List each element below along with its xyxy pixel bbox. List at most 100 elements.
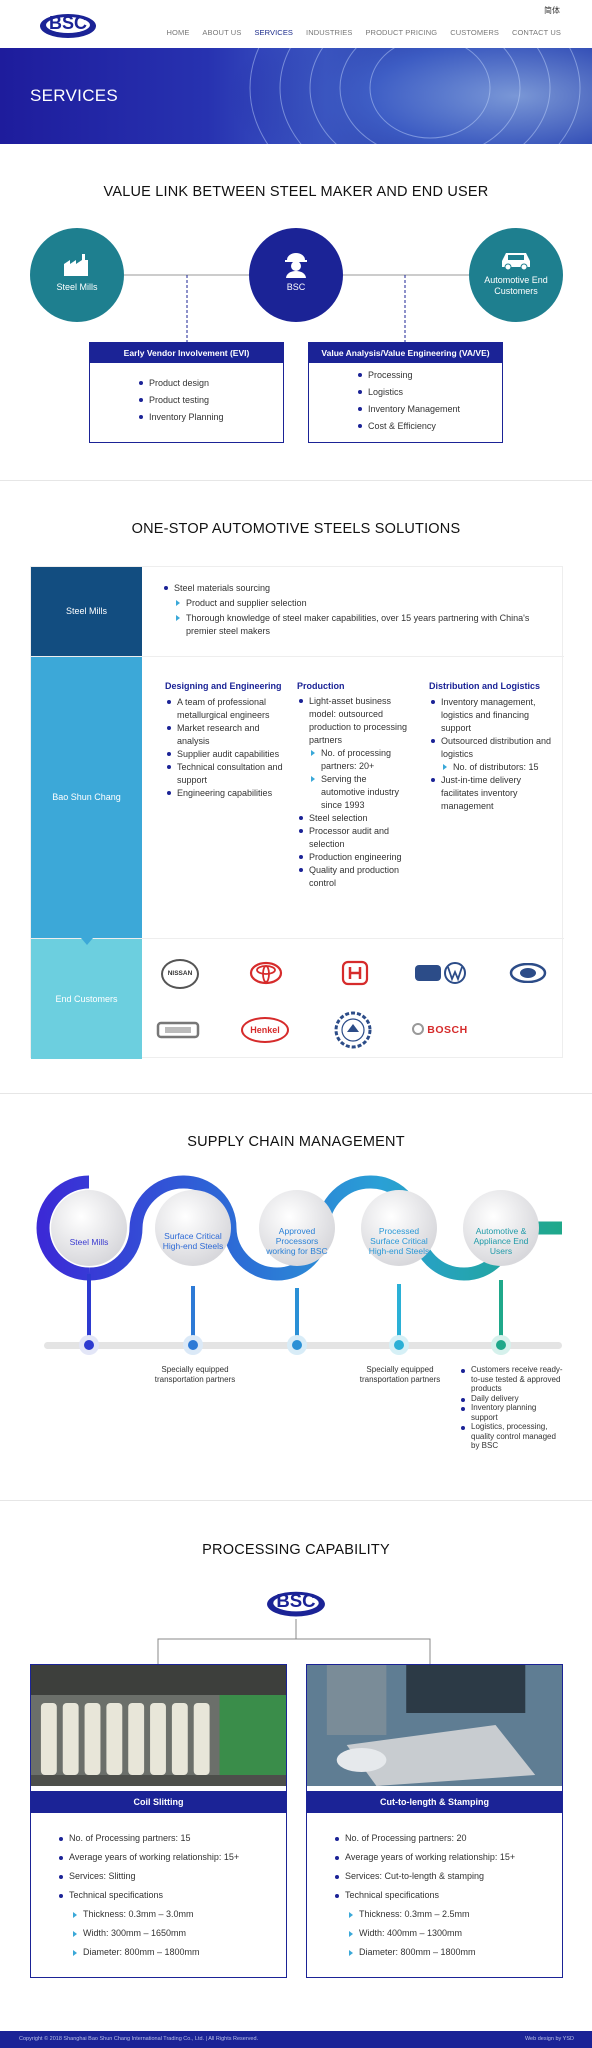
stage-surface-critical: Surface Critical High-end Steels: [162, 1231, 224, 1251]
list-item: No. of distributors: 15: [441, 761, 553, 774]
section-divider: [0, 1093, 592, 1094]
list-item: Engineering capabilities: [165, 787, 285, 800]
list-item: Average years of working relationship: 1…: [57, 1852, 286, 1862]
row-label-steel-mills: Steel Mills: [31, 567, 142, 656]
row-divider: [31, 656, 564, 657]
list-item: Supplier audit capabilities: [165, 748, 285, 761]
list-item: No. of Processing partners: 20: [333, 1833, 562, 1843]
web-design-link[interactable]: Web design by YSD: [524, 2036, 574, 2042]
list-item: Thorough knowledge of steel maker capabi…: [174, 612, 552, 638]
vave-item: Inventory Management: [358, 404, 502, 414]
col-title: Distribution and Logistics: [429, 681, 541, 691]
transport-note-1: Specially equipped transportation partne…: [154, 1365, 236, 1384]
one-stop-title: ONE-STOP AUTOMOTIVE STEELS SOLUTIONS: [131, 521, 461, 537]
list-item: Width: 400mm – 1300mm: [347, 1928, 562, 1938]
vw-logo: [415, 962, 466, 984]
list-item: Quality and production control: [297, 864, 409, 890]
list-item: Technical specifications: [333, 1890, 562, 1900]
brand-logo: [156, 1021, 200, 1039]
brand-seal-logo: [334, 1011, 372, 1049]
nav-industries[interactable]: INDUSTRIES: [306, 28, 353, 37]
col-title: Production: [297, 681, 345, 691]
list-item: Just-in-time delivery facilitates invent…: [429, 774, 553, 813]
supply-chain-title: SUPPLY CHAIN MANAGEMENT: [187, 1134, 405, 1150]
nav-home[interactable]: HOME: [166, 28, 190, 37]
list-item: Processor audit and selection: [297, 825, 409, 851]
vave-item: Cost & Efficiency: [358, 421, 502, 431]
honda-logo: [341, 960, 369, 986]
node-automotive-end-customers: Automotive End Customers: [469, 228, 563, 322]
list-item: Technical consultation and support: [165, 761, 285, 787]
supply-chain-diagram: [36, 1175, 562, 1355]
bosch-logo: BOSCH: [405, 1022, 475, 1038]
list-item: Inventory planning support: [459, 1403, 563, 1422]
section-divider: [0, 1500, 592, 1501]
list-item: Diameter: 800mm – 1800mm: [71, 1947, 286, 1957]
list-item: Steel selection: [297, 812, 409, 825]
row-label-bao-shun-chang: Bao Shun Chang: [31, 657, 142, 938]
node-label: Automotive End Customers: [484, 275, 548, 296]
evi-item: Inventory Planning: [139, 412, 283, 422]
vave-item: Logistics: [358, 387, 502, 397]
nissan-logo: NISSAN: [161, 959, 199, 989]
nav-product-pricing[interactable]: PRODUCT PRICING: [365, 28, 438, 37]
list-item: Average years of working relationship: 1…: [333, 1852, 562, 1862]
site-footer: Copyright © 2018 Shanghai Bao Shun Chang…: [0, 2031, 592, 2048]
vave-item: Processing: [358, 370, 502, 380]
one-stop-table: Steel Mills Steel materials sourcing Pro…: [30, 566, 564, 1059]
hero-banner: SERVICES: [0, 48, 592, 144]
list-item: Width: 300mm – 1650mm: [71, 1928, 286, 1938]
list-item: No. of processing partners: 20+: [309, 747, 409, 773]
car-icon: [502, 253, 530, 270]
node-bsc: BSC: [249, 228, 343, 322]
bmw-logo: [509, 963, 547, 983]
row-notch: [81, 938, 93, 945]
stamping-image: [307, 1665, 562, 1786]
list-item: Steel materials sourcing: [162, 582, 552, 595]
stage-end-users: Automotive & Appliance End Users: [473, 1226, 529, 1256]
bsc-logo: BSC: [267, 1590, 325, 1617]
stage-approved-processors: Approved Processors working for BSC: [266, 1226, 328, 1256]
card-title: Cut-to-length & Stamping: [307, 1791, 562, 1813]
evi-item: Product design: [139, 378, 283, 388]
list-item: Market research and analysis: [165, 722, 285, 748]
processing-connectors: [157, 1619, 431, 1665]
toyota-logo: [249, 961, 283, 985]
site-header: BSC 简体 HOME ABOUT US SERVICES INDUSTRIES…: [0, 0, 592, 48]
list-item: Diameter: 800mm – 1800mm: [347, 1947, 562, 1957]
language-switch[interactable]: 简体: [544, 6, 560, 15]
hero-title: SERVICES: [30, 86, 119, 105]
nav-customers[interactable]: CUSTOMERS: [450, 28, 499, 37]
card-coil-slitting: Coil Slitting No. of Processing partners…: [30, 1664, 287, 1978]
list-item: Logistics, processing, quality control m…: [459, 1422, 563, 1451]
node-label: Steel Mills: [56, 282, 98, 292]
bsc-logo[interactable]: BSC: [38, 6, 98, 40]
section-divider: [0, 480, 592, 481]
evi-item: Product testing: [139, 395, 283, 405]
evi-box: Early Vendor Involvement (EVI) Product d…: [89, 342, 284, 443]
list-item: No. of Processing partners: 15: [57, 1833, 286, 1843]
stage-circles: [51, 1190, 539, 1266]
node-label: BSC: [286, 282, 306, 292]
steel-coil-image: [180, 48, 592, 144]
value-link-title: VALUE LINK BETWEEN STEEL MAKER AND END U…: [103, 184, 489, 200]
bosch-ring-icon: [412, 1023, 425, 1035]
evi-title: Early Vendor Involvement (EVI): [90, 343, 283, 363]
nav-services[interactable]: SERVICES: [254, 28, 294, 37]
list-item: Thickness: 0.3mm – 2.5mm: [347, 1909, 562, 1919]
nav-contact-us[interactable]: CONTACT US: [511, 28, 561, 37]
col-title: Designing and Engineering: [165, 681, 282, 691]
list-item: Outsourced distribution and logistics: [429, 735, 553, 761]
stage-steel-mills: Steel Mills: [69, 1237, 109, 1247]
list-item: Serving the automotive industry since 19…: [309, 773, 409, 812]
henkel-logo: Henkel: [241, 1017, 289, 1043]
worker-icon: [285, 253, 307, 278]
card-title: Coil Slitting: [31, 1791, 286, 1813]
list-item: Product and supplier selection: [174, 597, 552, 610]
list-item: Technical specifications: [57, 1890, 286, 1900]
processing-title: PROCESSING CAPABILITY: [202, 1542, 390, 1558]
stage-processed-steels: Processed Surface Critical High-end Stee…: [368, 1226, 430, 1256]
list-item: Light-asset business model: outsourced p…: [297, 695, 409, 747]
list-item: Services: Cut-to-length & stamping: [333, 1871, 562, 1881]
nav-about-us[interactable]: ABOUT US: [202, 28, 242, 37]
